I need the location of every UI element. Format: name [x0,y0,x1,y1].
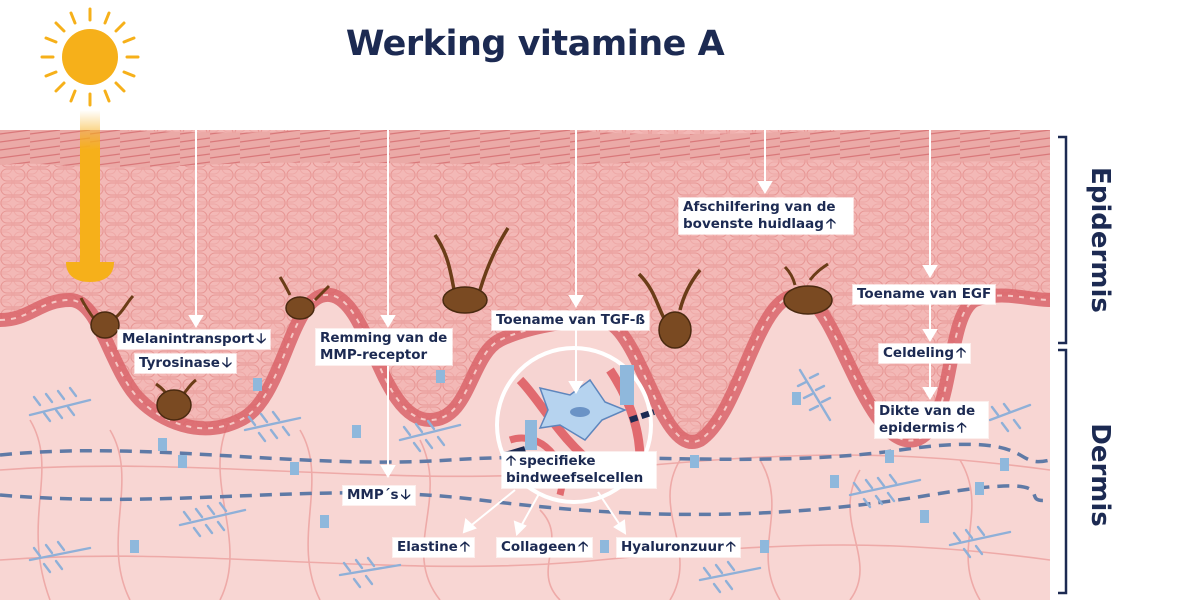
layer-label-dermis: Dermis [1085,423,1115,527]
collagen-fibers [28,368,1032,594]
label-celdeling: Celdeling🡡 [879,344,971,363]
sun-icon [40,7,140,282]
arrow-up-icon: 🡡 [725,539,736,555]
label-tyrosinase: Tyrosinase🡣 [135,354,236,373]
arrow-up-icon: 🡡 [459,539,470,555]
arrow-up-icon: 🡡 [956,345,967,361]
blood-vessel [0,484,1050,517]
label-tgf: Toename van TGF-ß [492,311,650,330]
melanocyte-icon [79,227,833,421]
layer-label-epidermis: Epidermis [1085,167,1115,313]
label-melanintransport: Melanintransport🡣 [118,330,271,349]
arrow-down-icon: 🡣 [221,355,232,371]
label-collageen: Collageen🡡 [497,538,593,557]
arrow-up-icon: 🡡 [956,420,967,436]
arrow-down-icon: 🡣 [400,487,411,503]
label-egf: Toename van EGF [853,285,996,304]
label-dikte: Dikte van de epidermis🡡 [875,402,988,438]
label-afschilfering: Afschilfering van de bovenste huidlaag🡡 [679,198,853,234]
arrow-up-icon: 🡡 [506,453,517,469]
arrow-up-icon: 🡡 [825,216,836,232]
effect-arrows [188,125,938,537]
label-elastine: Elastine🡡 [393,538,474,557]
blood-vessel [0,442,1050,464]
diagram-title: Werking vitamine A [345,24,725,64]
fibroblast-dots [130,370,1009,553]
label-mmp-receptor: Remming van de MMP-receptor [316,329,452,365]
label-bindweefselcellen: 🡡specifieke bindweefselcellen [502,452,656,488]
label-hyaluronzuur: Hyaluronzuur🡡 [617,538,740,557]
arrow-down-icon: 🡣 [256,331,267,347]
label-mmps: MMP´s🡣 [343,486,415,505]
arrow-up-icon: 🡡 [578,539,589,555]
layer-brackets [1058,135,1068,595]
